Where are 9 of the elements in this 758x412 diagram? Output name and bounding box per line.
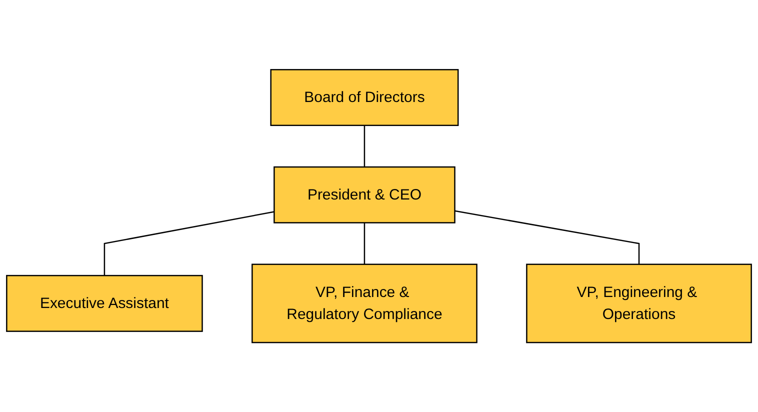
connector [364,222,366,264]
node-box: VP, Finance & Regulatory Compliance [252,264,478,344]
connector [364,125,366,167]
node-box: President & CEO [274,166,456,224]
connector [104,211,274,276]
node-box: Board of Directors [270,68,459,126]
node-box: VP, Engineering & Operations [526,264,752,344]
node-box: Executive Assistant [6,274,203,332]
connector [454,210,640,264]
